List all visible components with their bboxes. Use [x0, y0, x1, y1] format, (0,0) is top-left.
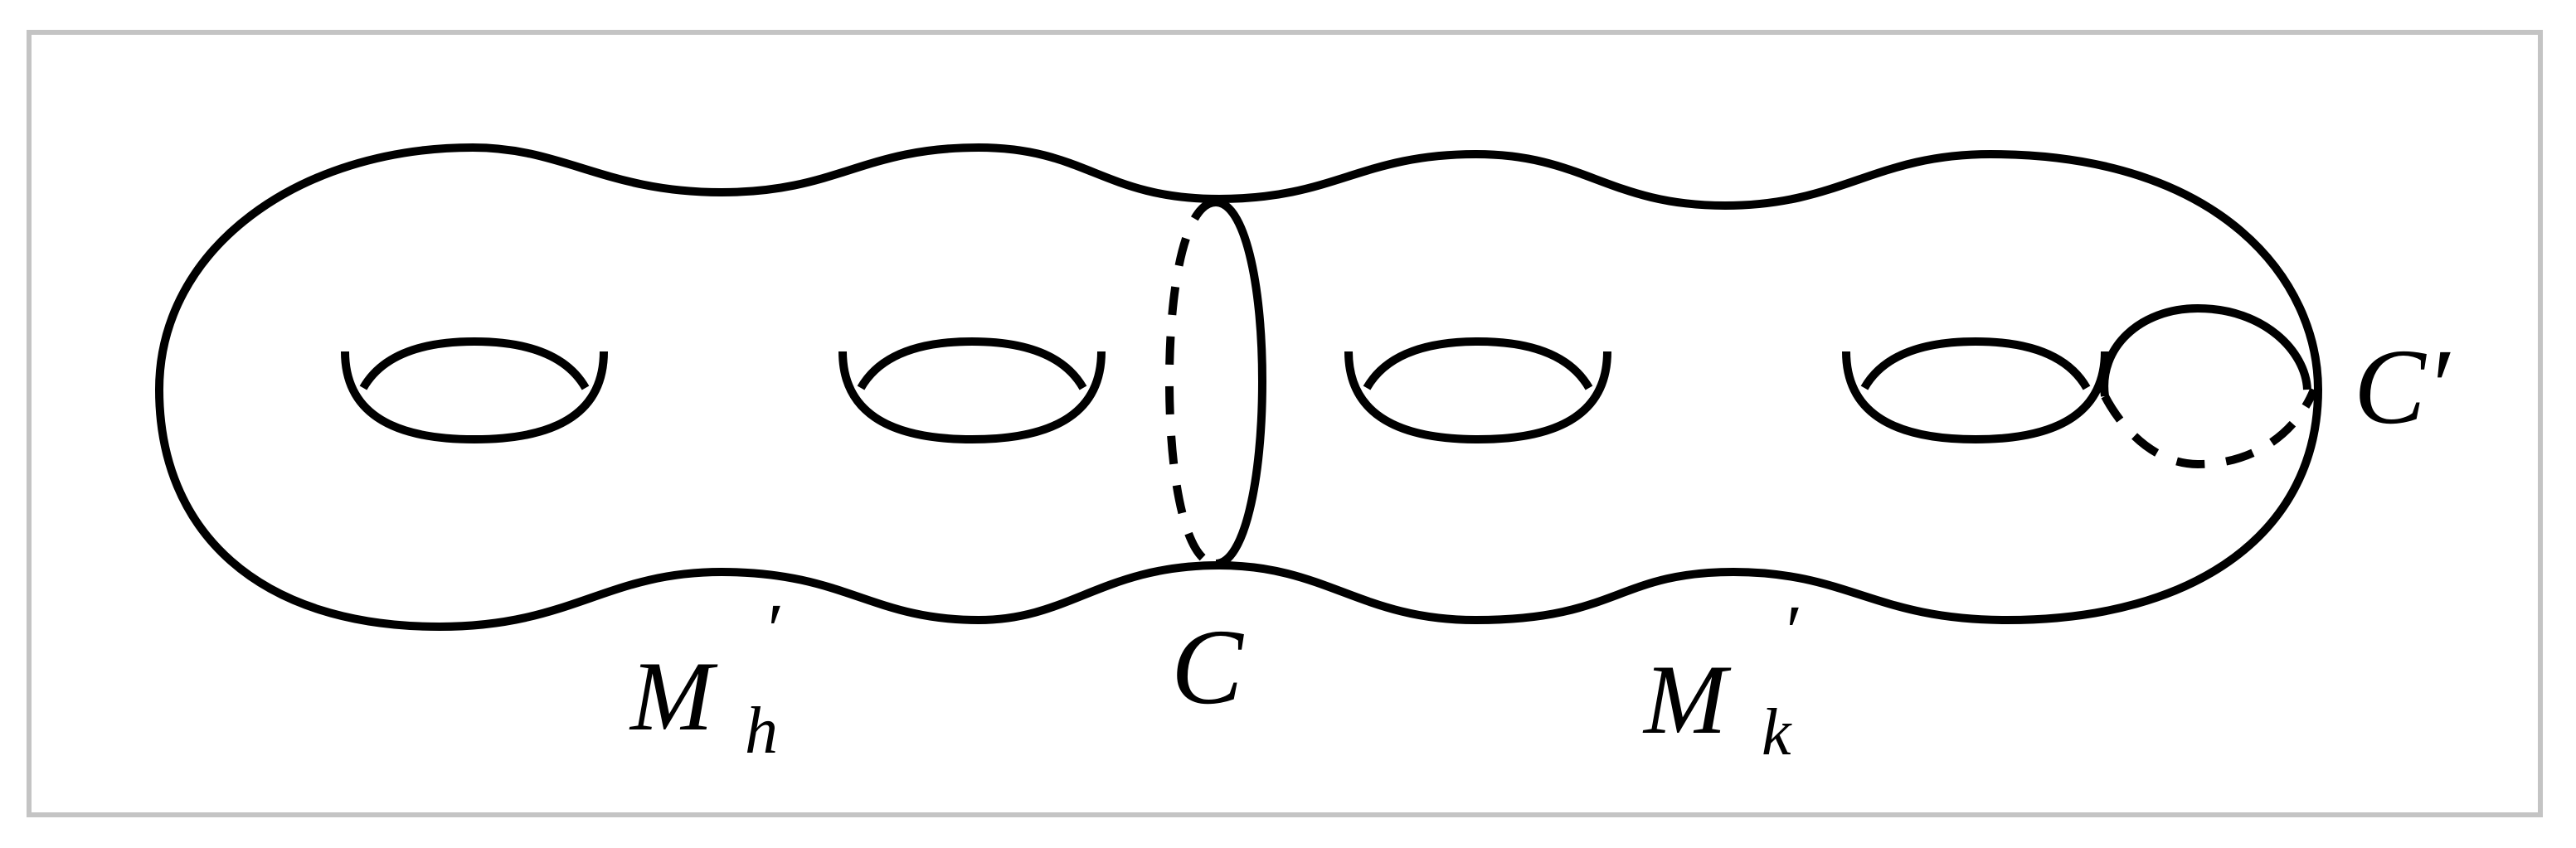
- surface-outline: [155, 143, 2322, 631]
- label-m-right-subscript: k: [1762, 696, 1792, 769]
- label-m-right-prime: ′: [1781, 591, 1799, 673]
- label-m-left-subscript: h: [745, 695, 778, 768]
- handle-2: [838, 337, 1106, 443]
- figure-frame: [27, 30, 2543, 817]
- label-m-h-prime: M h ′: [629, 589, 780, 768]
- label-c: C: [1171, 608, 1244, 727]
- label-m-right: M: [1642, 644, 1732, 754]
- label-m-left: M: [629, 641, 718, 751]
- label-m-k-prime: M k ′: [1642, 591, 1799, 769]
- separating-curve-c: [1164, 198, 1266, 568]
- handle-1: [341, 337, 608, 443]
- nonseparating-curve-c-prime: [2100, 304, 2318, 469]
- label-m-left-prime: ′: [763, 589, 780, 671]
- label-c-prime: C′: [2354, 327, 2452, 447]
- handle-4: [1842, 337, 2109, 443]
- handle-3: [1344, 337, 1611, 443]
